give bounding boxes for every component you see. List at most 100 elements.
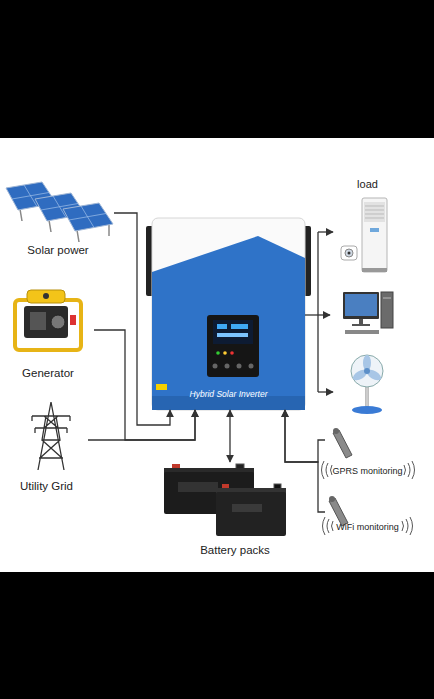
- display-segment: [217, 324, 227, 329]
- ac-louvres: [365, 206, 384, 218]
- panel-face: [63, 203, 113, 231]
- generator-starter: [51, 315, 65, 329]
- source-node: Utility Grid: [5, 395, 88, 495]
- fan-blade: [351, 368, 369, 383]
- ac-base: [362, 268, 387, 272]
- generator-engine: [24, 306, 68, 338]
- pc-tower: [381, 292, 393, 328]
- status-led: [223, 351, 227, 355]
- battery-label-strip: [232, 504, 262, 512]
- source-node: Generator: [2, 285, 94, 382]
- display-screen: [213, 320, 253, 344]
- fan-hub: [364, 368, 370, 374]
- inverter-illustration: [146, 218, 311, 410]
- ac-body: [362, 198, 387, 272]
- connector-arrow: [285, 410, 325, 512]
- inverter-body: [152, 218, 305, 410]
- generator-frame: [15, 300, 81, 350]
- display-segment: [217, 333, 248, 337]
- status-led: [216, 351, 220, 355]
- solar-panels: [6, 182, 113, 242]
- generator-illustration: [15, 290, 81, 350]
- monitor-node: GPRS monitoring: [325, 428, 410, 478]
- keyboard: [345, 330, 379, 334]
- node-label: GPRS monitoring: [325, 464, 410, 478]
- fan: [351, 355, 383, 414]
- generator-cap: [43, 293, 49, 299]
- node-label: Utility Grid: [5, 479, 88, 493]
- connector-arrow: [114, 213, 170, 425]
- generator-switch: [70, 315, 76, 325]
- battery-body: [216, 492, 286, 536]
- air-conditioner: [341, 198, 387, 272]
- load-group: load: [330, 175, 405, 420]
- display-button: [213, 364, 218, 369]
- generator-tank: [27, 290, 65, 303]
- display-segment: [231, 324, 248, 329]
- node-label: Generator: [2, 366, 94, 380]
- generator-muffler: [30, 312, 46, 330]
- inverter-display: [207, 315, 259, 377]
- camera-pupil: [348, 252, 351, 255]
- computer: [343, 292, 393, 334]
- monitor-foot: [352, 324, 370, 326]
- ac-display: [370, 228, 379, 232]
- connector-arrow: [88, 410, 195, 440]
- white-panel: [0, 138, 434, 572]
- drive-slot: [383, 298, 391, 299]
- wifi-cap: [329, 496, 335, 502]
- connector-arrow: [285, 410, 325, 462]
- battery-label-strip: [178, 482, 218, 492]
- monitor: [343, 292, 379, 319]
- load-branch: [318, 231, 333, 232]
- display-button: [249, 364, 254, 369]
- monitor-node: WiFi monitoring: [325, 498, 410, 538]
- node-label: Solar power: [2, 243, 114, 257]
- power-pylon: [32, 402, 70, 470]
- wifi-module: [323, 496, 413, 535]
- node-label: Hybrid Solar Inverter: [152, 387, 305, 401]
- node-label: WiFi monitoring: [325, 520, 410, 534]
- load-bus: [317, 232, 318, 392]
- node-label: Battery packs: [160, 543, 310, 557]
- signal-waves: [323, 517, 413, 535]
- status-led: [230, 351, 234, 355]
- solar-panel: [63, 203, 113, 242]
- camera-lens: [345, 249, 353, 257]
- panel-leg: [77, 230, 79, 242]
- battery-node: Battery packs: [160, 462, 310, 558]
- battery-illustration: [164, 464, 286, 536]
- node-label: load: [330, 177, 405, 191]
- gprs-antenna: [333, 430, 352, 458]
- panel-leg: [20, 209, 22, 221]
- monitor-screen: [345, 294, 377, 316]
- display-button: [237, 364, 242, 369]
- signal-waves: [322, 461, 415, 479]
- monitor-stand: [359, 319, 363, 324]
- warning-sticker: [156, 384, 167, 390]
- inverter-box: Hybrid Solar Inverter: [152, 218, 305, 410]
- load-branch: [318, 391, 333, 392]
- ac-vent: [364, 202, 385, 222]
- display-button: [225, 364, 230, 369]
- wifi-antenna: [329, 498, 348, 526]
- fan-guard: [351, 355, 383, 387]
- connector-arrow: [94, 330, 195, 440]
- connector-arrow: [305, 314, 330, 315]
- panel-leg: [49, 220, 51, 232]
- source-node: Solar power: [2, 175, 114, 265]
- camera-body: [341, 246, 357, 260]
- panel-leg: [108, 224, 110, 236]
- inverter-blue-panel: [152, 236, 305, 396]
- gprs-cap: [333, 428, 339, 434]
- gprs-module: [322, 428, 415, 479]
- panel-grid: [69, 214, 106, 221]
- fan-base: [352, 406, 382, 414]
- connector-arrow: [229, 410, 230, 462]
- fan-blade: [365, 368, 383, 383]
